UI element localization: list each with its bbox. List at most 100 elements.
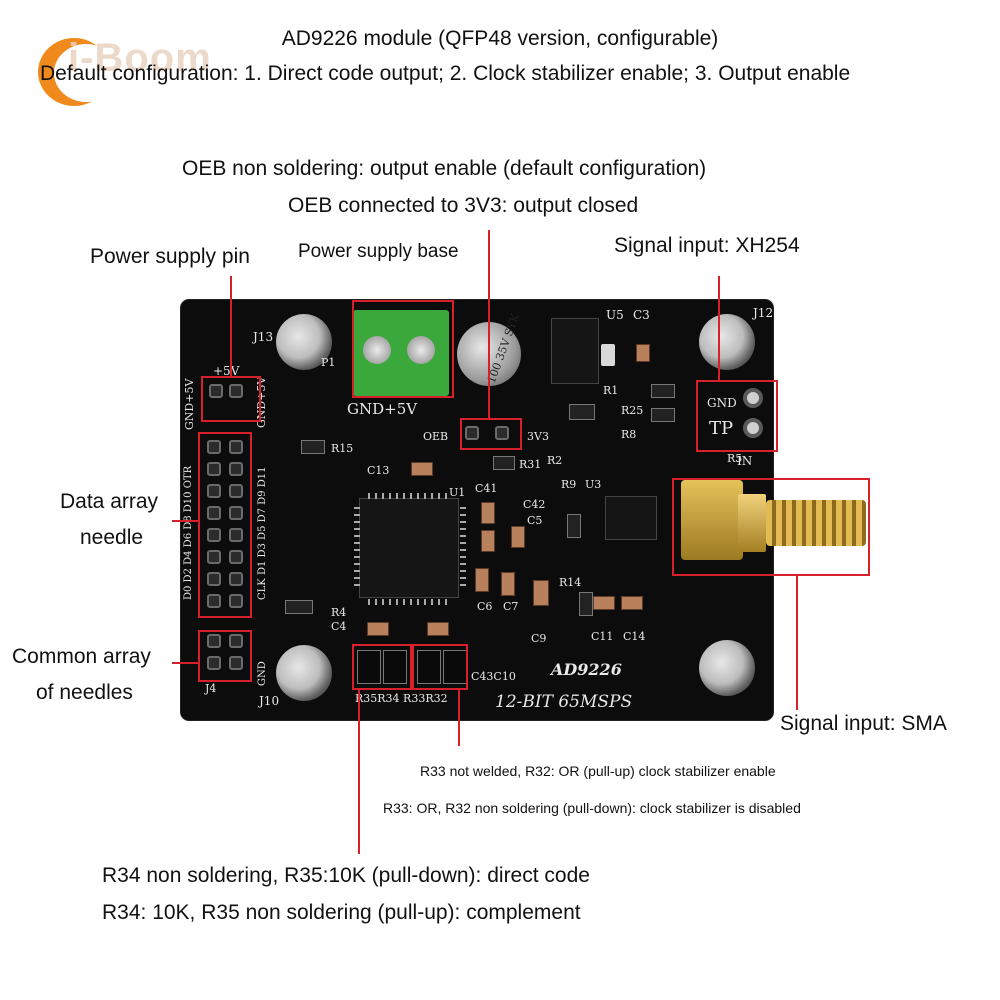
pointer-sma: [796, 576, 798, 710]
silk-c43c10: C43C10: [471, 670, 516, 683]
regulator-u5: [551, 318, 599, 384]
pointer-power-pin: [230, 276, 232, 376]
silk-gnd-tp: GND: [707, 396, 737, 410]
data-array-label-1: Data array: [60, 490, 159, 513]
resistor-r33: [417, 650, 441, 684]
capacitor-c6: [475, 568, 489, 592]
resistor-r25: [651, 408, 675, 422]
sma-connector-nut: [738, 494, 766, 552]
silk-3v3: 3V3: [527, 430, 549, 443]
mounting-hole-right-bottom: [699, 640, 755, 696]
silk-oeb: OEB: [423, 430, 449, 443]
silk-data-labels-2: D0 D2 D4 D6 D8 D10 OTR: [183, 465, 194, 600]
resistor-r-top: [569, 404, 595, 420]
silk-r8: R8: [621, 428, 637, 441]
silk-c42: C42: [523, 498, 546, 511]
silk-r2: R2: [547, 454, 563, 467]
silk-p1: P1: [321, 356, 336, 369]
mounting-hole-j13: [276, 314, 332, 370]
silk-j10: J10: [259, 694, 280, 708]
pointer-data-array: [172, 520, 198, 522]
pointer-common-array: [172, 662, 198, 664]
capacitor-a: [481, 530, 495, 552]
silk-model: AD9226: [551, 660, 622, 679]
silk-in: IN: [737, 454, 753, 468]
highlight-oeb: [460, 418, 522, 450]
silk-r5: R5: [727, 452, 743, 465]
xh254-pin-tp: [743, 418, 763, 438]
resistor-r31: [493, 456, 515, 470]
page-subtitle: Default configuration: 1. Direct code ou…: [40, 62, 851, 85]
capacitor-c9: [533, 580, 549, 606]
common-array-label-2: of needles: [36, 681, 133, 704]
highlight-r35-r34: [352, 644, 412, 690]
silk-c14: C14: [623, 630, 646, 643]
silk-j12: J12: [753, 306, 774, 320]
highlight-data-array: [198, 432, 252, 618]
pcb-board: GND+5V 100 35V SYK U5 C3 J13 J12 J10 P1 …: [181, 300, 773, 720]
capacitor-c41: [481, 502, 495, 524]
silk-tp: TP: [709, 418, 734, 439]
r34-note-1: R34 non soldering, R35:10K (pull-down): …: [102, 864, 590, 887]
capacitor-c14: [621, 596, 643, 610]
silk-c11: C11: [591, 630, 614, 643]
r33-note-1: R33 not welded, R32: OR (pull-up) clock …: [420, 763, 776, 779]
resistor-r15: [301, 440, 325, 454]
pointer-r33-r32: [458, 690, 460, 746]
data-pin-header: [205, 436, 251, 616]
highlight-common-array: [198, 630, 252, 682]
page-title: AD9226 module (QFP48 version, configurab…: [281, 27, 719, 50]
resistor-r34: [383, 650, 407, 684]
silk-r4: R4: [331, 606, 347, 619]
power-pin-1: [209, 384, 223, 398]
adc-chip-u1: [354, 493, 466, 605]
xh254-pin-gnd: [743, 388, 763, 408]
silk-spec: 12-BIT 65MSPS: [495, 692, 633, 712]
resistor-r14: [579, 592, 593, 616]
resistor-r35: [357, 650, 381, 684]
sma-connector-body: [681, 480, 743, 560]
capacitor-c5: [511, 526, 525, 548]
power-terminal-block: [353, 310, 449, 396]
signal-input-xh254-label: Signal input: XH254: [614, 234, 800, 257]
signal-input-sma-label: Signal input: SMA: [780, 712, 947, 735]
mounting-hole-j10: [276, 645, 332, 701]
silk-r9: R9: [561, 478, 577, 491]
r34-note-2: R34: 10K, R35 non soldering (pull-up): c…: [102, 901, 581, 924]
capacitor-c7: [501, 572, 515, 596]
power-supply-pin-label: Power supply pin: [90, 245, 250, 268]
capacitor-c11: [593, 596, 615, 610]
highlight-sma: [672, 478, 870, 576]
sma-connector-thread: [766, 500, 866, 546]
resistor-r32: [443, 650, 467, 684]
silk-c4: C4: [331, 620, 347, 633]
gnd-pin-header: [205, 630, 251, 678]
silk-c3: C3: [633, 308, 650, 322]
capacitor-bottom-2: [427, 622, 449, 636]
silk-c7: C7: [503, 600, 519, 613]
pointer-oeb: [488, 230, 490, 420]
silk-j4: J4: [205, 682, 217, 695]
resistor-r4: [285, 600, 313, 614]
silk-u1: U1: [449, 486, 466, 499]
silk-gnd-left: GND: [257, 661, 268, 686]
power-supply-base-label: Power supply base: [298, 241, 459, 262]
silk-r1: R1: [603, 384, 619, 397]
oeb-pin-1: [465, 426, 479, 440]
highlight-r33-r32: [412, 644, 468, 690]
data-array-label-2: needle: [80, 526, 144, 549]
silk-left-vertical: GND+5V: [183, 378, 196, 430]
mounting-hole-j12: [699, 314, 755, 370]
oeb-pin-2: [495, 426, 509, 440]
power-pin-2: [229, 384, 243, 398]
silk-plus5v: +5V: [213, 364, 240, 378]
oeb-note-1: OEB non soldering: output enable (defaul…: [182, 157, 707, 180]
silk-c13: C13: [367, 464, 390, 477]
capacitor-c3: [636, 344, 650, 362]
capacitor-c13: [411, 462, 433, 476]
highlight-xh254: [696, 380, 778, 452]
silk-j13: J13: [253, 330, 274, 344]
capacitor-bottom-1: [367, 622, 389, 636]
silk-c41: C41: [475, 482, 498, 495]
pointer-xh254: [718, 276, 720, 380]
